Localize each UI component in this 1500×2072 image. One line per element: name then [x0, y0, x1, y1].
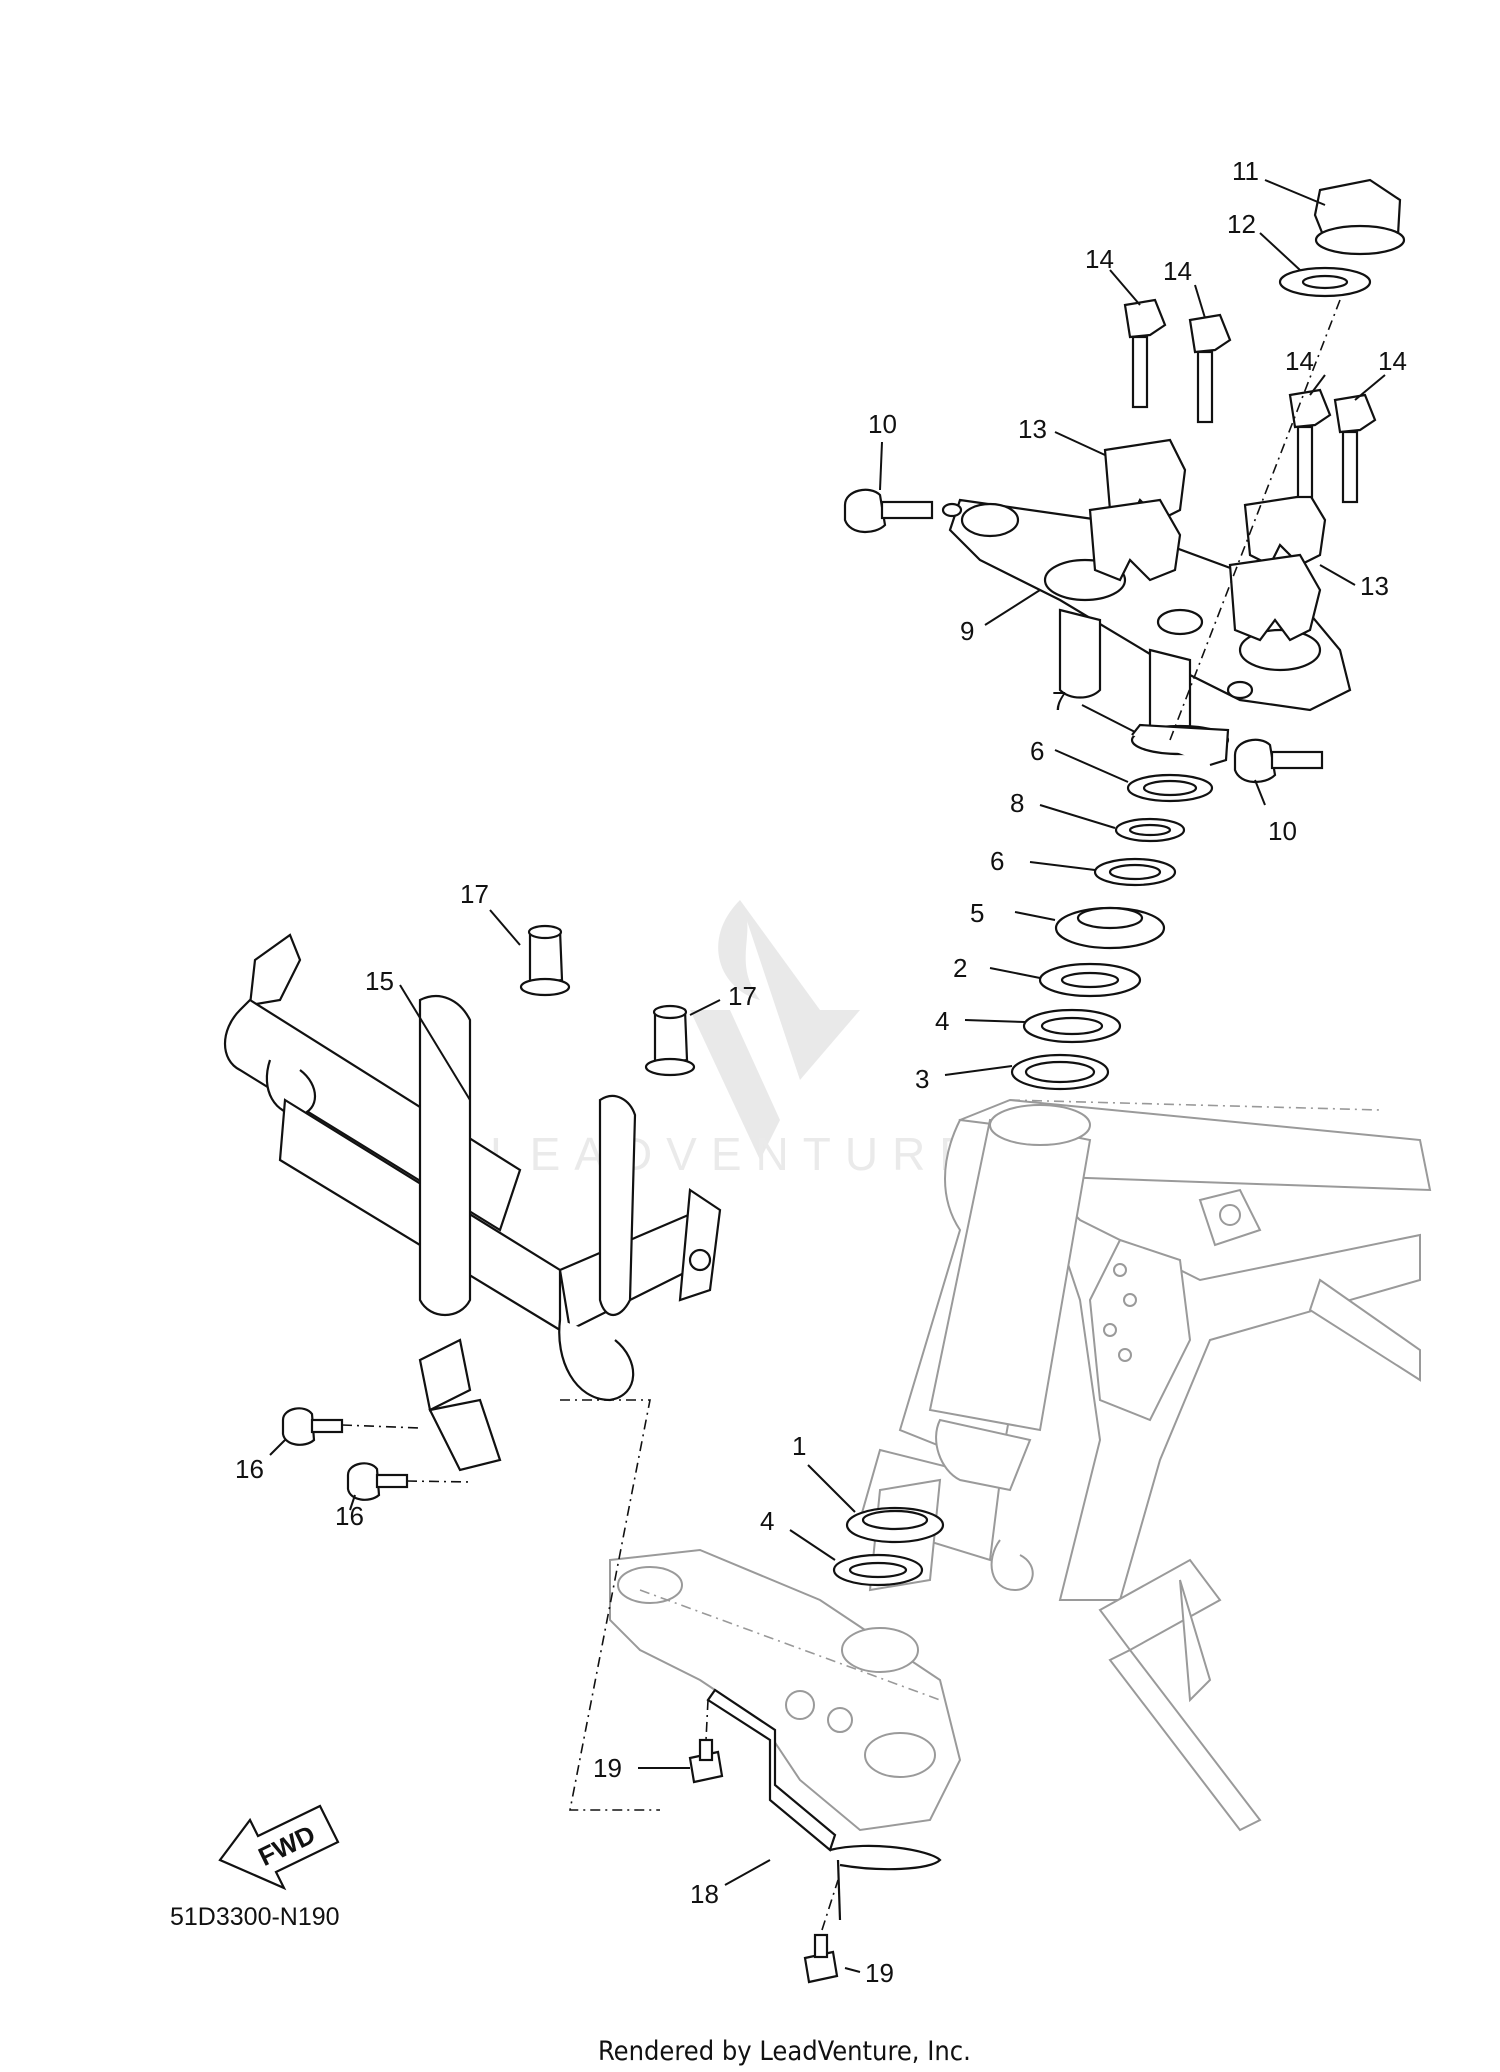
callout-2: 2	[953, 953, 967, 983]
callout-18: 18	[690, 1879, 719, 1909]
callout-13: 13	[1018, 414, 1047, 444]
diagram-code: 51D3300-N190	[170, 1903, 340, 1931]
leader-lines	[269, 179, 1386, 1973]
callout-13: 13	[1360, 571, 1389, 601]
callout-16: 16	[235, 1454, 264, 1484]
stem-washer	[1278, 266, 1372, 298]
callout-1: 1	[792, 1431, 806, 1461]
stem-parts-stack	[1010, 299, 1341, 1091]
cable-guide	[224, 933, 722, 1472]
callout-14: 14	[1285, 346, 1314, 376]
callout-14: 14	[1085, 244, 1114, 274]
callout-10: 10	[1268, 816, 1297, 846]
guide-bolts	[281, 1399, 660, 1811]
callout-labels: 11 12 14 14 14 14 10 13 13 9 7 6 10 8 6 …	[235, 156, 1407, 1988]
callout-12: 12	[1227, 209, 1256, 239]
handle-crown	[948, 498, 1352, 741]
callout-14: 14	[1163, 256, 1192, 286]
watermark-text: LEADVENTURE	[490, 1128, 984, 1180]
callout-11: 11	[1232, 156, 1259, 186]
callout-5: 5	[970, 898, 984, 928]
crown-bolt-right	[1233, 738, 1324, 783]
fwd-arrow-icon: FWD	[218, 1804, 340, 1891]
callout-9: 9	[960, 616, 974, 646]
callout-17: 17	[728, 981, 757, 1011]
stem-nut	[1313, 178, 1406, 256]
callout-4: 4	[760, 1506, 774, 1536]
callout-3: 3	[915, 1064, 929, 1094]
crown-bolt-left	[843, 488, 963, 533]
callout-17: 17	[460, 879, 489, 909]
callout-7: 7	[1052, 686, 1066, 716]
handlebar-holders	[1088, 438, 1327, 642]
holder-bolts	[1123, 298, 1377, 504]
callout-8: 8	[1010, 788, 1024, 818]
guide-caps	[519, 924, 696, 1077]
callout-19: 19	[865, 1958, 894, 1988]
callout-10: 10	[868, 409, 897, 439]
footer-credit: Rendered by LeadVenture, Inc.	[598, 2036, 971, 2067]
callout-15: 15	[365, 966, 394, 996]
wire-clamp	[688, 1688, 942, 1984]
callout-19: 19	[593, 1753, 622, 1783]
callout-6: 6	[1030, 736, 1044, 766]
callout-4: 4	[935, 1006, 949, 1036]
callout-6: 6	[990, 846, 1004, 876]
watermark-logo: LEADVENTURE	[490, 900, 984, 1180]
callout-14: 14	[1378, 346, 1407, 376]
head-tube-outline	[928, 1104, 1092, 1492]
lower-bearing-parts	[832, 1506, 945, 1587]
callout-16: 16	[335, 1501, 364, 1531]
